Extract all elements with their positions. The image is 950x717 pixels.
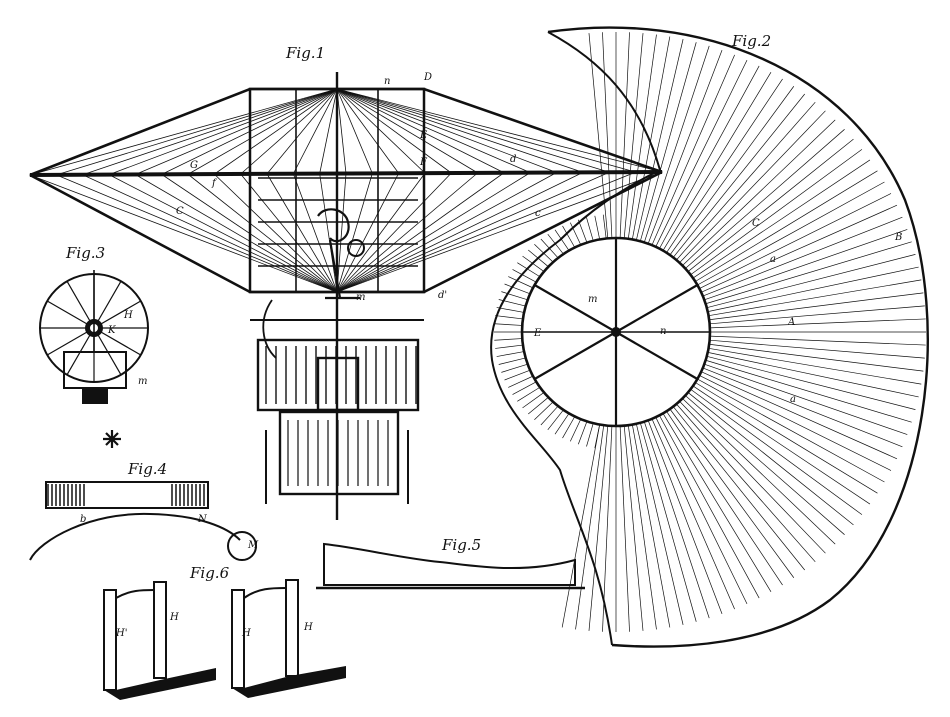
fig6-letter-H1: H — [169, 612, 179, 623]
fig6-letter-H-prime: H' — [115, 628, 127, 639]
fig4-letter-N: N — [197, 514, 208, 525]
fig4-letter-M: M — [247, 540, 259, 551]
fig2-torn-edge — [490, 31, 662, 646]
fig5-profile-shape — [323, 542, 576, 586]
fig2-letter-C: C — [752, 218, 760, 229]
fig2-letter-m: m — [588, 294, 597, 305]
fig4-arc — [29, 512, 241, 561]
fig1-ladder-rungs — [258, 177, 418, 267]
fig2-letter-E: E — [533, 328, 542, 339]
fig6-letter-H2: H — [241, 628, 251, 639]
figure-1-elevation: Fig.1 n D E F G f C d d' m c — [29, 44, 663, 520]
fig2-letter-B: B — [894, 232, 902, 243]
fig6-frame-right — [231, 579, 346, 698]
fig6-frame-left — [103, 581, 216, 700]
fig2-title: Fig.2 — [731, 32, 771, 50]
fig2-letter-a1: a — [770, 254, 776, 265]
fig2-radial-ribs — [494, 32, 926, 632]
fig1-flywheel — [347, 239, 365, 257]
fig1-lower-car — [278, 410, 400, 496]
fig2-hub-center — [611, 327, 621, 337]
fig5-title: Fig.5 — [441, 536, 481, 554]
fig3-letter-K: K — [107, 325, 116, 336]
fig1-engine-mechanism — [317, 208, 360, 300]
fig3-base — [82, 388, 108, 404]
fig2-outer-rim — [547, 26, 929, 648]
fig6-title: Fig.6 — [189, 564, 230, 582]
fig1-letter-c: c — [535, 208, 541, 219]
fig3-small-star — [103, 430, 121, 448]
fig4-title: Fig.4 — [127, 460, 167, 478]
figure-4-section: Fig.4 b N M — [29, 460, 259, 561]
fig2-letter-a2: a — [790, 394, 796, 405]
fig2-hub-spokes — [534, 238, 698, 426]
fig4-hatching — [47, 484, 205, 506]
fig3-letter-m: m — [138, 376, 147, 387]
fig1-letter-n: n — [384, 76, 390, 87]
fig4-end-pulley — [227, 531, 257, 561]
fig1-lower-car-flutes — [287, 420, 389, 486]
fig1-letter-G: G — [190, 160, 198, 171]
fig1-letter-d-prime: d' — [438, 290, 447, 301]
fig3-letter-H: H — [123, 310, 133, 321]
fig1-letter-m: m — [356, 292, 365, 303]
fig1-car-door — [316, 356, 360, 412]
fig1-letter-f: f — [211, 178, 218, 189]
fig1-title: Fig.1 — [285, 44, 325, 62]
figure-5-profile: Fig.5 — [316, 536, 585, 590]
figure-6-frames: Fig.6 H' H H H — [103, 564, 346, 700]
fig1-upper-gores — [29, 88, 663, 176]
fig4-letter-b: b — [80, 514, 86, 525]
fig3-title: Fig.3 — [65, 244, 105, 262]
fig1-letter-D: D — [423, 72, 432, 83]
fig4-strip — [45, 481, 209, 509]
figure-2-plan: Fig.2 C a B A a E m n — [490, 26, 929, 648]
fig1-car-flutes — [265, 346, 417, 404]
fig1-curved-rod — [262, 299, 277, 359]
fig1-letter-d: d — [510, 154, 516, 165]
fig6-letter-H3: H — [303, 622, 313, 633]
fig2-letter-A: A — [787, 317, 795, 328]
figure-3-wheel: Fig.3 H K m — [39, 244, 149, 448]
